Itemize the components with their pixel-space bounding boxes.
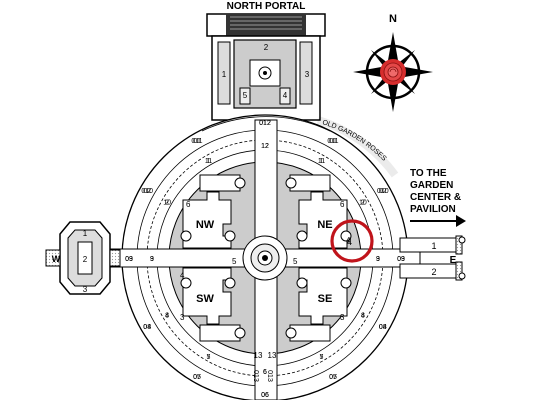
outer-ring-label: 02 (143, 188, 151, 195)
portal-number-left: 1 (222, 70, 227, 79)
east-path-number-2: 2 (431, 267, 436, 277)
outer-ring-label: 011 (327, 138, 338, 145)
west-gate-number-bottom: 3 (83, 285, 88, 294)
inner-ring-label: 11 (318, 158, 325, 165)
inner-ring-label: 7 (207, 354, 211, 361)
circle-number: 4 (180, 271, 185, 280)
quadrant-gardens (180, 174, 352, 342)
outer-ring-label: 04 (143, 324, 151, 331)
outer-ring-label: 03 (397, 256, 405, 263)
rose-icon (380, 59, 406, 85)
quadrant-label-nw: NW (196, 219, 215, 231)
outer-ring-label: 06 (261, 392, 269, 399)
west-gate-number-center: 2 (83, 255, 88, 264)
inner-ring-label: 6 (263, 369, 267, 376)
inner-ring-label: 1 (207, 158, 211, 165)
outer-ring-label: 010 (377, 188, 389, 195)
circle-number: 6 (186, 200, 191, 209)
inner-ring-label: 7 (320, 354, 324, 361)
direction-note-line-3: CENTER & (410, 192, 461, 203)
quadrant-label-ne: NE (317, 219, 332, 231)
direction-note-line-4: PAVILION (410, 204, 456, 215)
outer-ring-label: 010 (141, 188, 153, 195)
circle-number: 3 (340, 313, 345, 322)
quadrant-label-sw: SW (196, 293, 214, 305)
circle-number: 3 (180, 313, 185, 322)
compass-rose (353, 32, 433, 112)
circle-number: 6 (340, 200, 345, 209)
inner-ring-label: 4 (361, 313, 365, 320)
portal-number-right: 3 (305, 70, 310, 79)
inner-ring-label: 8 (361, 313, 365, 320)
inner-ring-label: 10 (359, 200, 367, 207)
step-label: 13 (254, 351, 263, 360)
portal-number-top: 2 (264, 43, 269, 52)
outer-ring-label: 02 (379, 188, 387, 195)
outer-ring-label: 05 (193, 374, 201, 381)
portal-number-bottom-left: 5 (243, 91, 248, 100)
inner-ring-label: 3 (150, 256, 154, 263)
west-gate-number-top: 1 (83, 229, 88, 238)
inner-ring-label: 5 (207, 354, 211, 361)
outer-ring-label: 08 (379, 324, 387, 331)
inner-ring-label: 12 (261, 143, 269, 150)
step-label: 013 (266, 370, 273, 382)
inner-ring-label: 6 (263, 369, 267, 376)
north-portal-building[interactable] (206, 13, 326, 121)
highlight-circle[interactable] (330, 219, 374, 263)
outer-ring-label: 06 (261, 392, 269, 399)
inner-ring-label: 9 (376, 256, 380, 263)
outer-ring-label: 012 (259, 120, 271, 127)
inner-ring-label: 10 (163, 200, 171, 207)
outer-ring-label: 012 (259, 120, 271, 127)
inner-ring-label: 5 (320, 354, 324, 361)
north-portal-title: NORTH PORTAL (227, 1, 306, 12)
outer-ring-label: 03 (125, 256, 133, 263)
inner-ring-label: 12 (261, 143, 269, 150)
circle-number: 4 (346, 236, 351, 245)
east-paths[interactable] (399, 235, 466, 281)
east-path-number-1: 1 (431, 241, 436, 251)
inner-ring-label: 2 (361, 200, 365, 207)
compass-north-label: N (389, 13, 397, 25)
inner-ring-label: 11 (205, 158, 212, 165)
outer-ring-label: 09 (397, 256, 405, 263)
outer-ring-label: 01 (193, 138, 201, 145)
outer-ring-label: 09 (125, 256, 133, 263)
highlight-label: 4 (347, 237, 352, 247)
outer-ring-label: 04 (379, 324, 387, 331)
circle-number: 5 (293, 257, 298, 266)
step-label: 13 (268, 351, 277, 360)
direction-note-line-1: TO THE (410, 168, 447, 179)
outer-ring-label: 07 (329, 374, 337, 381)
inner-ring-label: 9 (150, 256, 154, 263)
inner-ring-label: 4 (165, 313, 169, 320)
east-gate-label: E (450, 255, 457, 266)
inner-ring-label: 8 (165, 313, 169, 320)
outer-ring-label: 011 (191, 138, 202, 145)
arrow-right-icon[interactable] (410, 215, 466, 227)
portal-number-bottom-right: 4 (283, 91, 288, 100)
cross-paths (89, 119, 421, 400)
quadrant-label-se: SE (318, 293, 333, 305)
outer-ring-label: 05 (329, 374, 337, 381)
west-gate-label: W (52, 254, 61, 264)
circle-number: 5 (232, 257, 237, 266)
west-gate[interactable] (45, 221, 121, 295)
inner-ring-label: 3 (376, 256, 380, 263)
step-label: 013 (252, 370, 259, 382)
outer-ring-label: 01 (329, 138, 337, 145)
direction-note-line-2: GARDEN (410, 180, 453, 191)
outer-ring-label: 07 (193, 374, 201, 381)
inner-ring-label: 2 (165, 200, 169, 207)
outer-ring-label: 08 (143, 324, 151, 331)
inner-ring-label: 1 (320, 158, 324, 165)
